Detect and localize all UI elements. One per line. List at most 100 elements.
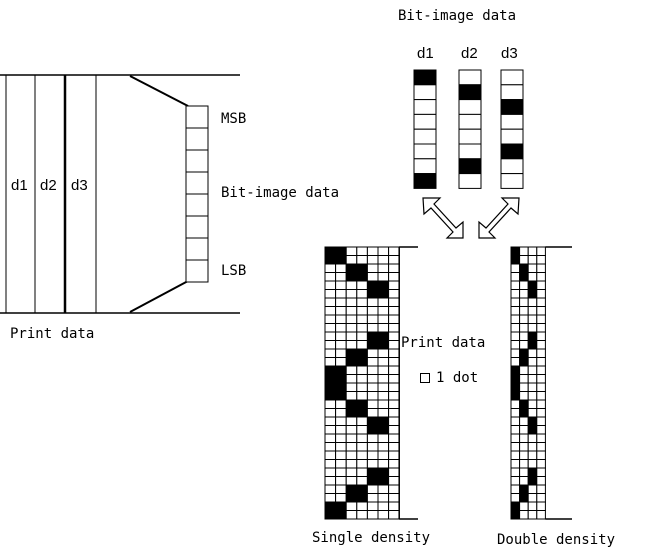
zoom-line-bottom xyxy=(130,281,188,312)
dot-cell xyxy=(537,409,546,418)
dot-cell xyxy=(346,511,357,520)
dot-cell xyxy=(537,324,546,333)
dot-cell xyxy=(537,358,546,367)
dot-cell xyxy=(325,451,336,460)
bit-image-title: Bit-image data xyxy=(398,9,516,23)
dot-cell xyxy=(511,332,520,341)
bit-column-cell-d1 xyxy=(414,174,436,189)
dot-cell xyxy=(336,256,347,265)
dot-cell xyxy=(389,256,400,265)
dot-cell xyxy=(325,273,336,282)
dot-cell xyxy=(389,307,400,316)
dot-cell xyxy=(346,256,357,265)
dot-cell xyxy=(367,417,378,426)
bit-column-cell-d2 xyxy=(459,70,481,85)
dot-cell xyxy=(528,324,537,333)
dot-cell xyxy=(520,341,529,350)
dot-cell xyxy=(511,477,520,486)
dot-cell xyxy=(520,315,529,324)
dot-cell xyxy=(511,494,520,503)
dot-cell xyxy=(528,485,537,494)
dot-cell xyxy=(511,298,520,307)
dot-cell xyxy=(336,281,347,290)
dot-cell xyxy=(528,409,537,418)
dot-cell xyxy=(367,409,378,418)
bit-column-cell-d3 xyxy=(501,144,523,159)
dot-cell xyxy=(520,366,529,375)
dot-cell xyxy=(511,366,520,375)
dot-cell xyxy=(520,409,529,418)
dot-cell xyxy=(389,477,400,486)
bit-column-cell-d2 xyxy=(459,100,481,115)
dot-cell xyxy=(336,494,347,503)
dot-cell xyxy=(520,358,529,367)
dot-cell xyxy=(357,417,368,426)
dot-cell xyxy=(325,392,336,401)
dot-cell xyxy=(528,341,537,350)
dot-cell xyxy=(537,298,546,307)
bit-column-cell-d3 xyxy=(501,114,523,129)
dot-cell xyxy=(511,502,520,511)
dot-cell xyxy=(528,307,537,316)
dot-cell xyxy=(367,375,378,384)
dot-cell xyxy=(528,426,537,435)
dot-cell xyxy=(520,477,529,486)
arrow-right-icon xyxy=(479,198,519,238)
dot-cell xyxy=(378,366,389,375)
bit-column-cell-d2 xyxy=(459,144,481,159)
bit-column-cell-d2 xyxy=(459,129,481,144)
dot-cell xyxy=(528,511,537,520)
dot-cell xyxy=(325,264,336,273)
dot-cell xyxy=(389,502,400,511)
dot-cell xyxy=(325,485,336,494)
dot-cell xyxy=(367,298,378,307)
dot-cell xyxy=(325,341,336,350)
dot-cell xyxy=(528,349,537,358)
bit-image-columns xyxy=(414,70,523,188)
dot-cell xyxy=(367,451,378,460)
dot-cell xyxy=(325,281,336,290)
bit-column-cell-d3 xyxy=(501,159,523,174)
dot-cell xyxy=(346,426,357,435)
dot-cell xyxy=(537,247,546,256)
dot-cell xyxy=(325,290,336,299)
dot-cell xyxy=(357,247,368,256)
dot-cell xyxy=(357,264,368,273)
dot-cell xyxy=(336,366,347,375)
dot-cell xyxy=(367,392,378,401)
dot-cell xyxy=(378,273,389,282)
dot-cell xyxy=(537,477,546,486)
dot-cell xyxy=(528,366,537,375)
dot-cell xyxy=(520,281,529,290)
dot-cell xyxy=(520,400,529,409)
dot-cell xyxy=(528,468,537,477)
bit-image-box xyxy=(186,106,208,282)
dot-cell xyxy=(378,511,389,520)
dot-cell xyxy=(537,485,546,494)
dot-cell xyxy=(389,468,400,477)
dot-cell xyxy=(537,443,546,452)
bit-col-label-d1: d1 xyxy=(417,46,434,61)
bit-column-cell-d2 xyxy=(459,114,481,129)
dot-cell xyxy=(357,468,368,477)
single-density-label: Single density xyxy=(312,531,430,545)
dot-cell xyxy=(528,392,537,401)
dot-cell xyxy=(378,451,389,460)
dot-cell xyxy=(367,443,378,452)
dot-cell xyxy=(520,511,529,520)
print-data-mid-label: Print data xyxy=(401,336,485,350)
dot-cell xyxy=(336,477,347,486)
dot-cell xyxy=(537,290,546,299)
dot-cell xyxy=(357,400,368,409)
dot-cell xyxy=(357,375,368,384)
dot-cell xyxy=(528,477,537,486)
dot-cell xyxy=(357,341,368,350)
dot-cell xyxy=(325,400,336,409)
dot-cell xyxy=(336,409,347,418)
dot-cell xyxy=(346,409,357,418)
dot-cell xyxy=(325,256,336,265)
arrows xyxy=(423,198,519,238)
dot-cell xyxy=(346,264,357,273)
dot-cell xyxy=(325,332,336,341)
